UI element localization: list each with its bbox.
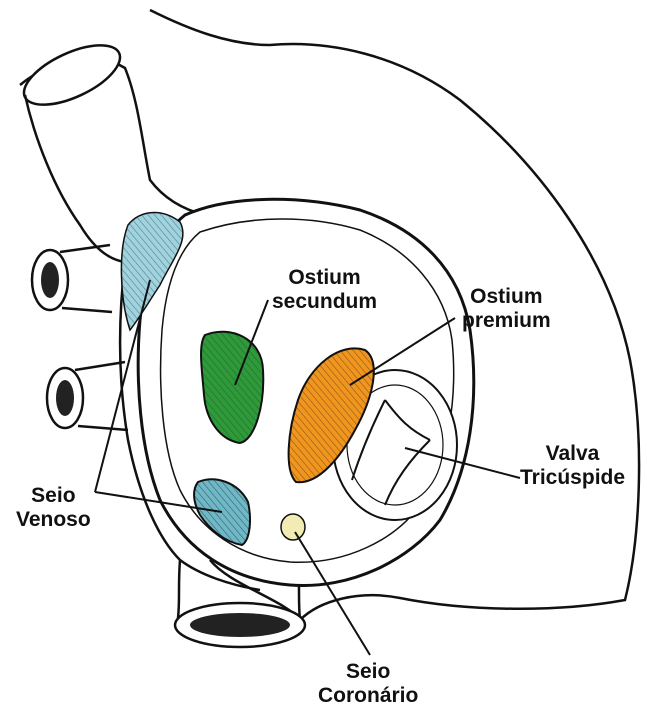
label-ostium-premium: Ostium premium <box>462 285 551 333</box>
label-valva-tricuspide-line2: Tricúspide <box>520 466 625 490</box>
label-valva-tricuspide-line1: Valva <box>520 442 625 466</box>
label-seio-coronario-line2: Coronário <box>318 684 418 708</box>
label-ostium-premium-line2: premium <box>462 309 551 333</box>
label-seio-venoso-line1: Seio <box>16 484 91 508</box>
pulmonary-vein-lower-lumen <box>56 380 74 416</box>
label-ostium-secundum-line1: Ostium <box>272 266 377 290</box>
label-seio-coronario-line1: Seio <box>318 660 418 684</box>
ivc-lumen <box>190 613 290 637</box>
label-seio-coronario: Seio Coronário <box>318 660 418 708</box>
seio-coronario-region <box>281 514 305 540</box>
label-valva-tricuspide: Valva Tricúspide <box>520 442 625 490</box>
label-ostium-secundum: Ostium secundum <box>272 266 377 314</box>
label-ostium-premium-line1: Ostium <box>462 285 551 309</box>
label-ostium-secundum-line2: secundum <box>272 290 377 314</box>
label-seio-venoso-line2: Venoso <box>16 508 91 532</box>
pulmonary-vein-upper-lumen <box>41 262 59 298</box>
label-seio-venoso: Seio Venoso <box>16 484 91 532</box>
